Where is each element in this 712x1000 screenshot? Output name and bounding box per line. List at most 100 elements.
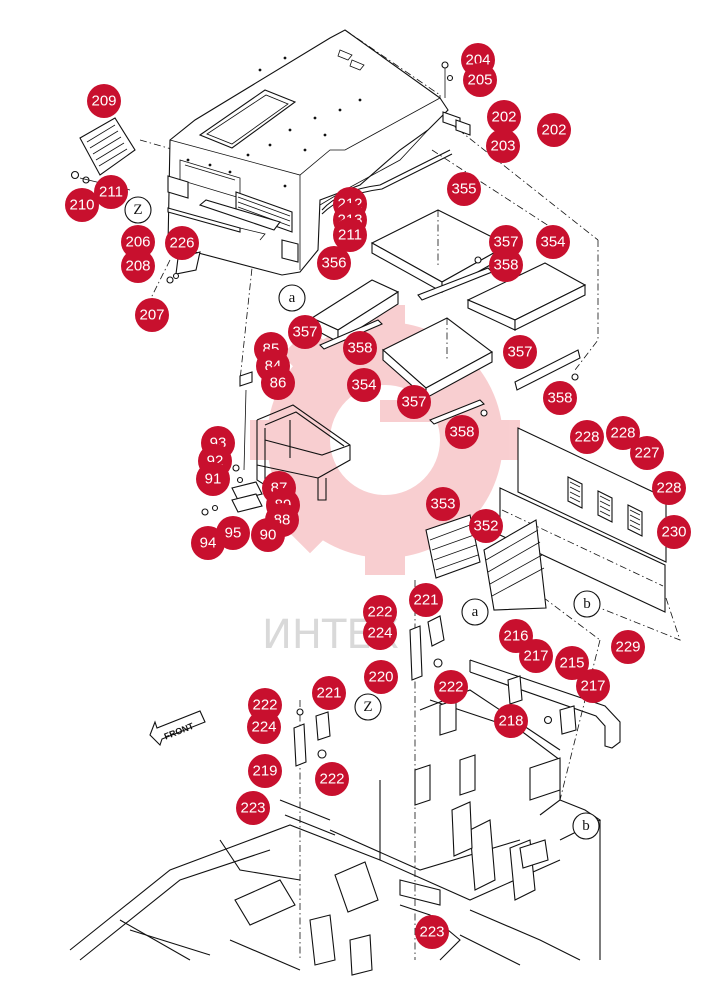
callout-354-a[interactable]: 354 xyxy=(536,225,570,259)
svg-text:211: 211 xyxy=(99,184,123,201)
callout-86[interactable]: 86 xyxy=(261,366,295,400)
callout-229[interactable]: 229 xyxy=(611,630,645,664)
svg-text:203: 203 xyxy=(490,138,515,155)
svg-text:224: 224 xyxy=(251,719,276,736)
callout-224-b[interactable]: 224 xyxy=(247,710,281,744)
callout-227[interactable]: 227 xyxy=(630,436,664,470)
callout-202[interactable]: 202 xyxy=(487,100,521,134)
callout-357-b[interactable]: 357 xyxy=(288,315,322,349)
svg-text:354: 354 xyxy=(540,234,565,251)
svg-text:357: 357 xyxy=(292,324,317,341)
callout-207[interactable]: 207 xyxy=(135,298,169,332)
callout-354-b[interactable]: 354 xyxy=(347,368,381,402)
callout-217-a[interactable]: 217 xyxy=(519,639,553,673)
front-arrow-icon xyxy=(149,710,206,747)
callout-90[interactable]: 90 xyxy=(251,518,285,552)
callout-217-b[interactable]: 217 xyxy=(576,669,610,703)
drawing-linework xyxy=(69,29,681,976)
svg-text:95: 95 xyxy=(225,525,242,542)
callout-228-c[interactable]: 228 xyxy=(652,471,686,505)
svg-text:228: 228 xyxy=(656,480,681,497)
callout-358-b[interactable]: 358 xyxy=(343,331,377,365)
svg-text:226: 226 xyxy=(169,235,194,252)
callout-222-b[interactable]: 222 xyxy=(434,670,468,704)
callout-210[interactable]: 210 xyxy=(65,188,99,222)
callout-91[interactable]: 91 xyxy=(196,462,230,496)
callout-358-a[interactable]: 358 xyxy=(489,248,523,282)
callout-223-b[interactable]: 223 xyxy=(415,915,449,949)
svg-text:355: 355 xyxy=(451,181,476,198)
svg-text:94: 94 xyxy=(200,535,217,552)
svg-text:215: 215 xyxy=(559,655,584,672)
callout-222-d[interactable]: 222 xyxy=(315,762,349,796)
callout-215[interactable]: 215 xyxy=(555,646,589,680)
svg-text:220: 220 xyxy=(368,669,393,686)
reference-marker-a-top: a xyxy=(278,284,306,312)
callout-209[interactable]: 209 xyxy=(87,84,121,118)
svg-text:224: 224 xyxy=(367,625,392,642)
svg-text:223: 223 xyxy=(419,924,444,941)
svg-text:86: 86 xyxy=(270,375,287,392)
svg-text:210: 210 xyxy=(69,197,94,214)
svg-text:228: 228 xyxy=(574,429,599,446)
svg-text:223: 223 xyxy=(240,800,265,817)
callout-221-a[interactable]: 221 xyxy=(409,583,443,617)
callout-202-group[interactable]: 202 xyxy=(537,113,571,147)
svg-text:209: 209 xyxy=(91,93,116,110)
svg-text:358: 358 xyxy=(347,340,372,357)
svg-text:216: 216 xyxy=(503,628,528,645)
svg-text:211: 211 xyxy=(338,227,362,244)
callout-352[interactable]: 352 xyxy=(469,509,503,543)
callout-357-d[interactable]: 357 xyxy=(397,385,431,419)
svg-text:91: 91 xyxy=(205,471,222,488)
svg-text:358: 358 xyxy=(449,424,474,441)
svg-text:222: 222 xyxy=(252,697,277,714)
callout-228-a[interactable]: 228 xyxy=(570,420,604,454)
callout-211[interactable]: 211 xyxy=(94,175,128,209)
svg-text:205: 205 xyxy=(467,72,492,89)
callout-228-b[interactable]: 228 xyxy=(606,416,640,450)
reference-marker-b-top: b xyxy=(573,590,601,618)
callout-221-b[interactable]: 221 xyxy=(312,676,346,710)
svg-text:Z: Z xyxy=(133,202,142,218)
callout-358-c[interactable]: 358 xyxy=(543,381,577,415)
svg-text:356: 356 xyxy=(321,255,346,272)
callout-95[interactable]: 95 xyxy=(216,516,250,550)
svg-text:b: b xyxy=(583,596,591,612)
svg-text:353: 353 xyxy=(430,496,455,513)
callout-224-a[interactable]: 224 xyxy=(363,616,397,650)
callout-206[interactable]: 206 xyxy=(121,225,155,259)
callout-357-c[interactable]: 357 xyxy=(503,335,537,369)
callout-353[interactable]: 353 xyxy=(426,487,460,521)
svg-text:228: 228 xyxy=(610,425,635,442)
svg-text:230: 230 xyxy=(661,524,686,541)
svg-text:207: 207 xyxy=(139,307,164,324)
svg-text:222: 222 xyxy=(319,771,344,788)
svg-text:206: 206 xyxy=(125,234,150,251)
callout-223-a[interactable]: 223 xyxy=(236,791,270,825)
svg-text:227: 227 xyxy=(634,445,659,462)
svg-text:b: b xyxy=(582,818,590,834)
callout-220[interactable]: 220 xyxy=(364,660,398,694)
svg-text:a: a xyxy=(472,604,479,620)
reference-marker-b-bottom: b xyxy=(572,812,600,840)
svg-text:352: 352 xyxy=(473,518,498,535)
callout-355[interactable]: 355 xyxy=(447,172,481,206)
callout-218[interactable]: 218 xyxy=(494,704,528,738)
svg-text:218: 218 xyxy=(498,713,523,730)
callout-358-d[interactable]: 358 xyxy=(445,415,479,449)
callout-219[interactable]: 219 xyxy=(248,754,282,788)
callout-226[interactable]: 226 xyxy=(165,226,199,260)
callout-211-right[interactable]: 211 xyxy=(333,218,367,252)
svg-text:208: 208 xyxy=(125,258,150,275)
callout-205[interactable]: 205 xyxy=(463,63,497,97)
callout-356[interactable]: 356 xyxy=(317,246,351,280)
svg-text:357: 357 xyxy=(401,394,426,411)
svg-text:358: 358 xyxy=(547,390,572,407)
svg-text:222: 222 xyxy=(438,679,463,696)
callout-203[interactable]: 203 xyxy=(486,129,520,163)
callout-230[interactable]: 230 xyxy=(657,515,691,549)
svg-text:354: 354 xyxy=(351,377,376,394)
callout-208[interactable]: 208 xyxy=(121,249,155,283)
